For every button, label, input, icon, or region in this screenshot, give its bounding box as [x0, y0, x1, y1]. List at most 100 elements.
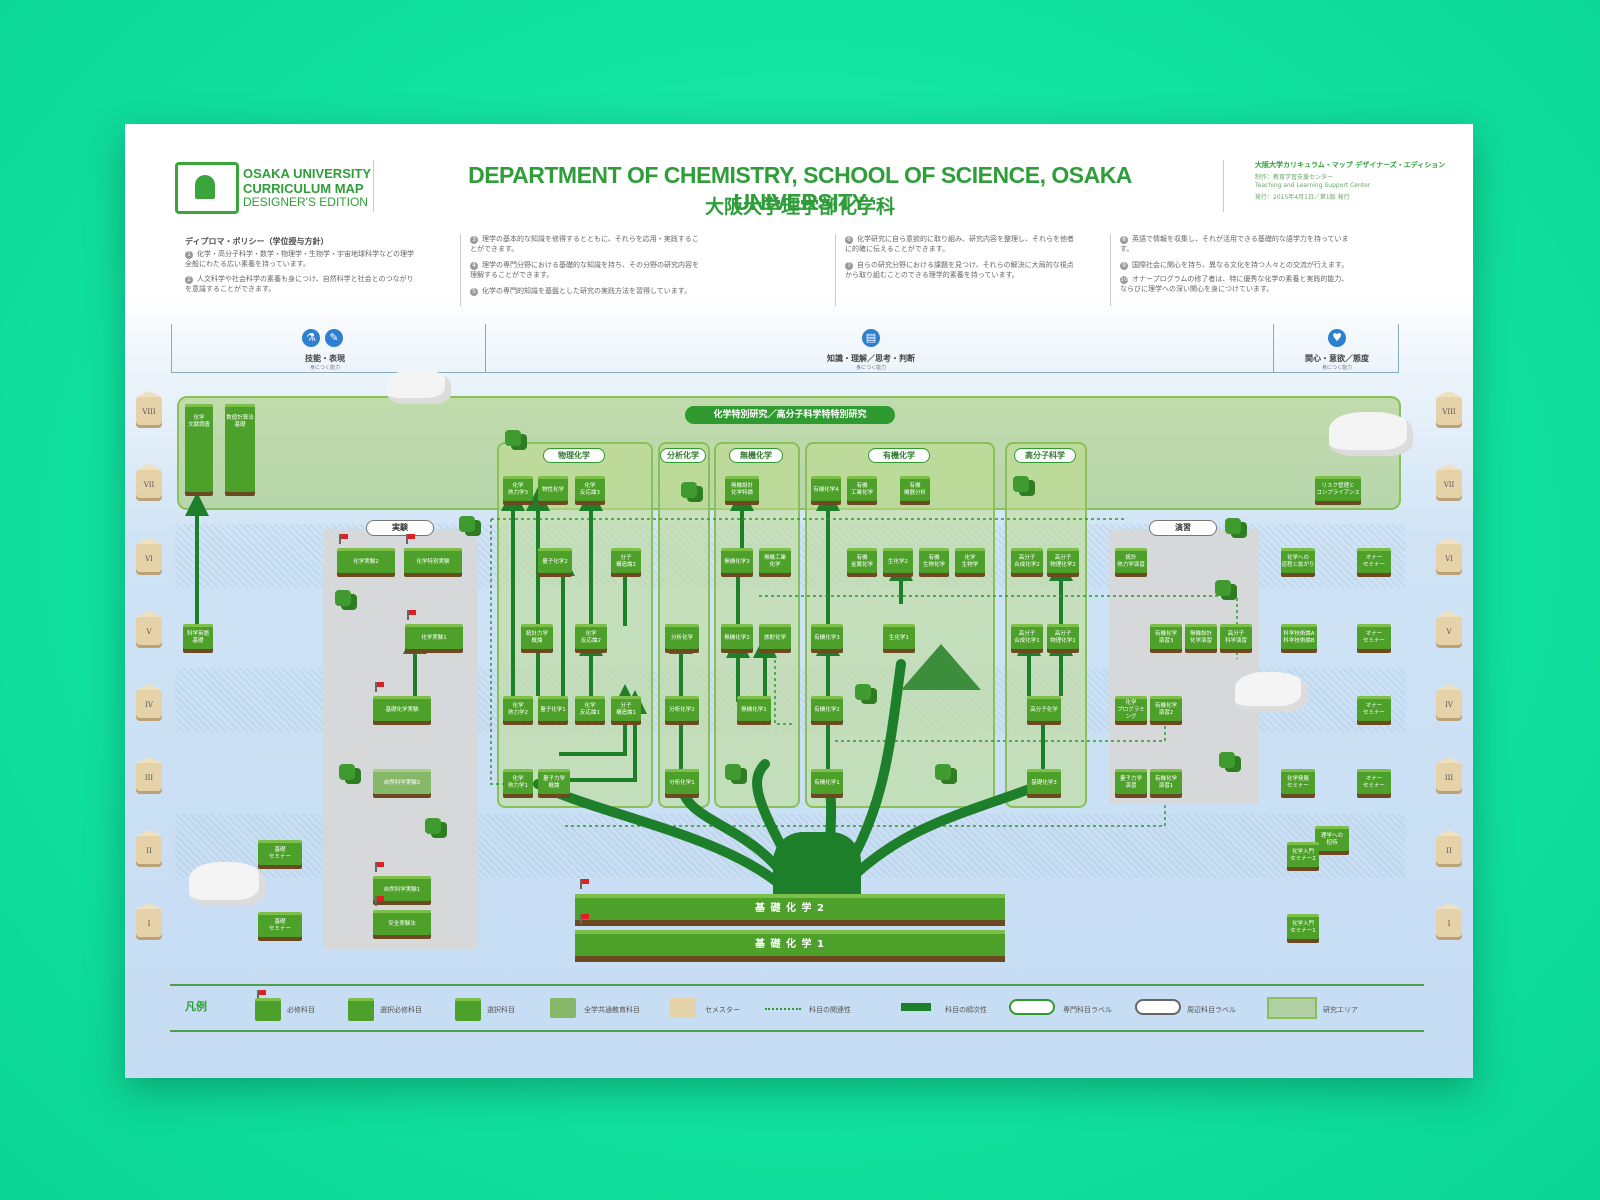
course-block[interactable]: オナーセミナー — [1357, 548, 1391, 573]
course-block[interactable]: オナーセミナー — [1357, 769, 1391, 794]
course-block[interactable]: 有機化学演習3 — [1150, 624, 1182, 649]
course-block[interactable]: 化学入門セミナー1 — [1287, 914, 1319, 939]
required-flag-icon — [406, 534, 415, 544]
course-block[interactable]: 有機機器分析 — [900, 476, 930, 501]
semester-marker: III — [136, 757, 162, 791]
legend-semester-swatch — [670, 998, 696, 1018]
course-block[interactable]: 統計熱力学演習 — [1115, 548, 1147, 573]
course-block[interactable]: 分子構造論2 — [611, 548, 641, 573]
course-block[interactable]: 高分子化学 — [1027, 696, 1061, 721]
course-block[interactable]: 化学反応論1 — [575, 696, 605, 721]
course-block[interactable]: 化学熱力学2 — [503, 696, 533, 721]
course-block[interactable]: 化学生物学 — [955, 548, 985, 573]
course-block[interactable]: 化学への道程と拡がり — [1281, 548, 1315, 573]
course-block[interactable]: 分子構造論1 — [611, 696, 641, 721]
course-block[interactable]: 量子化学2 — [538, 548, 572, 573]
course-block[interactable]: 生化学1 — [883, 624, 915, 649]
legend-elective-swatch — [455, 998, 481, 1021]
course-block[interactable]: 基礎セミナー — [258, 912, 302, 937]
course-block[interactable]: 化学入門セミナー2 — [1287, 842, 1319, 867]
course-block[interactable]: 生化学2 — [883, 548, 913, 573]
course-base-chemistry-1[interactable]: 基 礎 化 学 1 — [575, 930, 1005, 956]
zone-organic-label: 有機化学 — [868, 448, 930, 463]
course-block[interactable]: 高分子科学演習 — [1220, 624, 1252, 649]
course-block[interactable]: リスク管理とコンプライアンス — [1315, 476, 1361, 501]
course-block[interactable]: 化学実験1 — [405, 624, 463, 649]
course-block[interactable]: 量子力学概論 — [538, 769, 570, 794]
course-block[interactable]: 分析化学1 — [665, 769, 699, 794]
cloud-decoration — [189, 862, 265, 906]
course-block[interactable]: 科学英語基礎 — [183, 624, 213, 649]
course-block[interactable]: オナーセミナー — [1357, 624, 1391, 649]
semester-marker: I — [1436, 903, 1462, 937]
course-block[interactable]: 化学プログラミング — [1115, 696, 1147, 721]
course-block[interactable]: 化学反応論3 — [575, 476, 605, 501]
required-flag-icon — [257, 990, 266, 1000]
course-block[interactable]: 基礎セミナー — [258, 840, 302, 865]
course-block[interactable]: 有機金属化学 — [847, 548, 877, 573]
course-block[interactable]: 化学実験2 — [337, 548, 395, 573]
course-block[interactable]: 化学文献調査 — [185, 404, 213, 492]
legend-required: 必修科目 — [287, 1006, 315, 1014]
course-block[interactable]: 有機化学1 — [811, 769, 843, 794]
ability-interest: 関心・意欲／態度 — [1305, 354, 1369, 363]
course-block[interactable]: 数値計算法基礎 — [225, 404, 255, 492]
course-block[interactable]: 分析化学 — [665, 624, 699, 649]
course-block[interactable]: 有機生物化学 — [919, 548, 949, 573]
course-block[interactable]: 高分子物理化学2 — [1047, 548, 1079, 573]
legend-order: 科目の順次性 — [945, 1006, 987, 1014]
zone-polymer-label: 高分子科学 — [1014, 448, 1076, 463]
cloud-decoration — [1329, 412, 1413, 456]
course-block[interactable]: 基礎化学実験 — [373, 696, 431, 721]
cloud-decoration — [387, 370, 451, 404]
logo-line2: CURRICULUM MAP — [243, 181, 364, 196]
pencil-icon: ✎ — [325, 329, 343, 347]
course-block[interactable]: 有機化学4 — [811, 476, 841, 501]
course-block[interactable]: 量子力学演習 — [1115, 769, 1147, 794]
semester-marker: VII — [1436, 464, 1462, 498]
course-block[interactable]: 高分子合成化学1 — [1011, 624, 1043, 649]
course-block[interactable]: 統計力学概論 — [521, 624, 553, 649]
ability-skill-sub: 身につく能力 — [309, 365, 340, 371]
logo-line1: OSAKA UNIVERSITY — [243, 166, 372, 181]
course-block[interactable]: 有機化学3 — [811, 624, 843, 649]
course-block[interactable]: 無機設計化学特論 — [725, 476, 759, 501]
side-line-1: 制作：教育学習支援センター — [1255, 174, 1334, 181]
ability-baseline — [171, 372, 1399, 373]
course-block[interactable]: 化学反応論2 — [575, 624, 607, 649]
course-block[interactable]: 無機工業化学 — [759, 548, 791, 573]
course-block[interactable]: 放射化学 — [759, 624, 791, 649]
course-block[interactable]: 無機化学1 — [737, 696, 771, 721]
course-block[interactable]: 基礎化学3 — [1027, 769, 1061, 794]
course-base-chemistry-2[interactable]: 基 礎 化 学 2 — [575, 894, 1005, 920]
course-block[interactable]: 無機化学2 — [721, 624, 753, 649]
course-block[interactable]: 安全実験法 — [373, 910, 431, 935]
course-block[interactable]: 有機化学演習1 — [1150, 769, 1182, 794]
course-block[interactable]: 化学熱力学1 — [503, 769, 533, 794]
page-title-en: DEPARTMENT OF CHEMISTRY, SCHOOL OF SCIEN… — [468, 162, 1132, 215]
course-block[interactable]: 分析化学2 — [665, 696, 699, 721]
policy-heading: ディプロマ・ポリシー（学位授与方針） — [185, 237, 329, 246]
course-block[interactable]: 無機設計化学演習 — [1185, 624, 1217, 649]
course-block[interactable]: 有機化学2 — [811, 696, 843, 721]
course-block[interactable]: 化学特別実験 — [404, 548, 462, 573]
course-block[interactable]: 量子化学1 — [538, 696, 568, 721]
course-block[interactable]: 理学への招待 — [1315, 826, 1349, 851]
course-block[interactable]: 化学熱力学3 — [503, 476, 533, 501]
course-block[interactable]: 自然科学実験2 — [373, 769, 431, 794]
required-flag-icon — [580, 879, 589, 889]
course-block[interactable]: 有機化学演習2 — [1150, 696, 1182, 721]
course-block[interactable]: 無機化学3 — [721, 548, 753, 573]
course-block[interactable]: 化学発展セミナー — [1281, 769, 1315, 794]
course-block[interactable]: 高分子合成化学2 — [1011, 548, 1043, 573]
course-block[interactable]: 有機工業化学 — [847, 476, 877, 501]
course-block[interactable]: オナーセミナー — [1357, 696, 1391, 721]
course-block[interactable]: 物性化学 — [538, 476, 568, 501]
semester-marker: IV — [1436, 684, 1462, 718]
required-flag-icon — [375, 862, 384, 872]
course-block[interactable]: 高分子物理化学1 — [1047, 624, 1079, 649]
